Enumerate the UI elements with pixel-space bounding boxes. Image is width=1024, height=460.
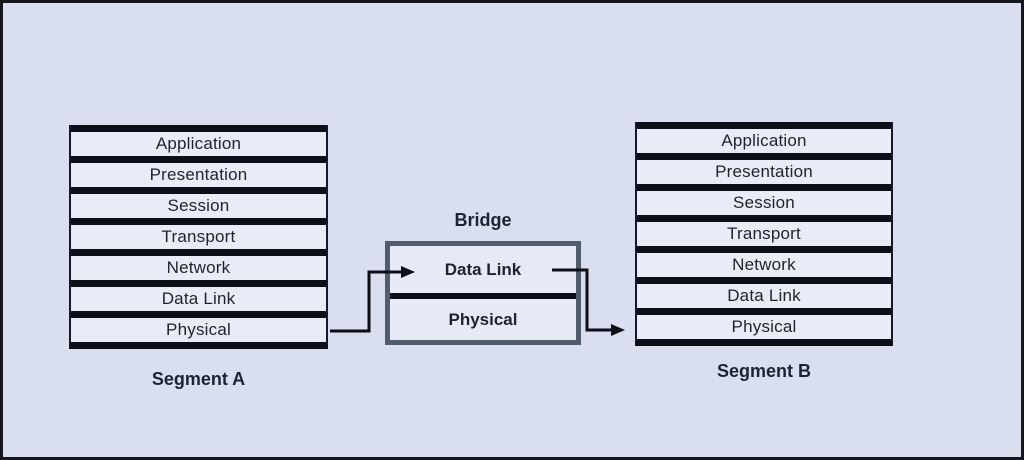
bridge-layer-physical: Physical (390, 299, 576, 340)
layer-label: Application (721, 131, 807, 150)
segment-a-layer-transport: Transport (71, 218, 326, 249)
layer-label: Session (733, 193, 795, 212)
segment-a-caption: Segment A (151, 369, 246, 389)
segment-b-layer-network: Network (637, 246, 891, 277)
layer-label: Physical (448, 309, 518, 329)
segment-b-layer-presentation: Presentation (637, 153, 891, 184)
segment-b-layer-datalink: Data Link (637, 277, 891, 308)
layer-label: Application (155, 134, 242, 153)
layer-label: Transport (727, 224, 801, 243)
segment-a-layer-physical: Physical (71, 311, 326, 342)
layer-label: Presentation (149, 165, 248, 184)
layer-label: Session (167, 196, 230, 215)
layer-label: Data Link (444, 259, 522, 279)
bridge-layer-datalink: Data Link (390, 246, 576, 293)
segment-a-layer-presentation: Presentation (71, 156, 326, 187)
layer-label: Network (166, 258, 231, 277)
segment-a-layer-session: Session (71, 187, 326, 218)
bridge-box: Data Link Physical (385, 241, 581, 345)
layer-label: Presentation (715, 162, 813, 181)
segment-a-stack: Application Presentation Session Transpo… (69, 125, 328, 349)
layer-label: Data Link (727, 286, 801, 305)
segment-b-layer-session: Session (637, 184, 891, 215)
bridge-caption: Bridge (454, 210, 512, 230)
layer-label: Data Link (161, 289, 236, 308)
segment-b-layer-application: Application (637, 122, 891, 153)
layer-label: Network (732, 255, 796, 274)
segment-b-layer-transport: Transport (637, 215, 891, 246)
segment-b-stack: Application Presentation Session Transpo… (635, 122, 893, 346)
bridge-divider (390, 293, 576, 299)
segment-a-layer-application: Application (71, 125, 326, 156)
layer-label: Transport (161, 227, 236, 246)
segment-a-layer-datalink: Data Link (71, 280, 326, 311)
segment-a-layer-network: Network (71, 249, 326, 280)
arrow-bridge-to-b-head (611, 324, 625, 336)
layer-label: Physical (166, 320, 231, 339)
segment-b-layer-physical: Physical (637, 308, 891, 339)
segment-b-caption: Segment B (716, 361, 812, 381)
layer-label: Physical (731, 317, 797, 336)
